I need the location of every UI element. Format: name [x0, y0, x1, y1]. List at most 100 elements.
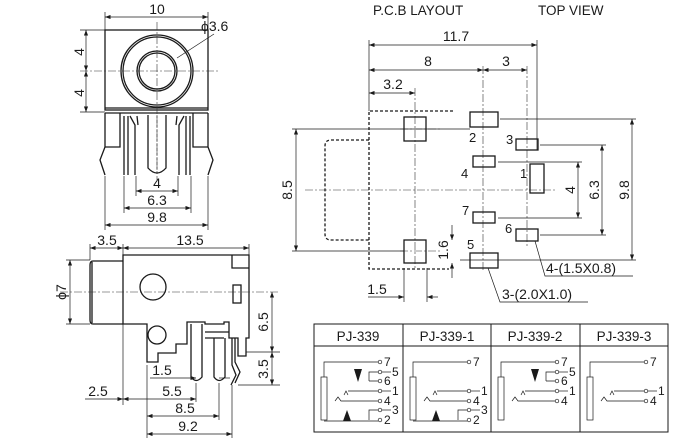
lower-height-label: 4	[71, 89, 87, 97]
pin-terminal-1	[377, 388, 383, 394]
axis-height-label: 6.5	[255, 312, 271, 332]
ring-contact-4	[600, 396, 644, 402]
overall-width-label: 11.7	[443, 28, 469, 44]
pin-terminal-4	[466, 398, 472, 404]
height-9-8-label: 9.8	[616, 180, 632, 200]
plug-outline	[324, 139, 369, 241]
side-hole-lower	[147, 325, 167, 345]
height-4-label: 4	[562, 186, 578, 194]
pin-number-6: 6	[384, 374, 391, 388]
ring-contact-1	[432, 390, 467, 396]
nose-length-label: 3.5	[97, 232, 117, 248]
pin-number-4: 4	[650, 394, 657, 408]
switch-wire-2-3	[324, 409, 378, 422]
pin-number-7: 7	[561, 355, 568, 369]
footprint-outline	[368, 110, 453, 270]
pin-number-2: 2	[473, 413, 480, 427]
pin-number-4: 4	[384, 394, 391, 408]
sleeve-wire	[500, 361, 555, 377]
pin-number-2: 2	[384, 413, 391, 427]
sleeve-wire	[412, 361, 467, 377]
pin-terminal-2	[377, 417, 383, 423]
nose-diameter-label: ϕ7	[53, 284, 69, 300]
jack-body-front	[104, 29, 209, 111]
pad-4	[472, 155, 496, 168]
model-header-pj-339-2: PJ-339-2	[508, 329, 563, 344]
pad-2	[469, 111, 499, 128]
switch-arrow-up	[343, 410, 351, 421]
front-pins	[99, 113, 214, 176]
pin-number-1: 1	[392, 384, 399, 398]
pin-terminal-4	[554, 398, 560, 404]
pin-number-5: 5	[569, 365, 576, 379]
sleeve-contact	[320, 376, 328, 421]
pin-label-5: 5	[467, 237, 474, 252]
sleeve-contact	[497, 376, 505, 421]
pin-number-7: 7	[473, 355, 480, 369]
switch-wire-2-3	[413, 409, 467, 422]
switch-arrow-down	[354, 369, 362, 382]
pin-label-7: 7	[462, 203, 469, 218]
pad-7	[472, 211, 496, 224]
pin-length-label: 3.5	[255, 359, 271, 379]
ring-contact-4	[511, 396, 555, 402]
ring-contact-1	[343, 390, 378, 396]
pin-terminal-4	[377, 398, 383, 404]
pin-terminal-6	[554, 378, 560, 384]
switch-wire-5-6	[545, 371, 555, 382]
pin-terminal-6	[377, 378, 383, 384]
width-8-label: 8	[424, 53, 432, 69]
pin-number-4: 4	[473, 394, 480, 408]
dim-8-5-label: 8.5	[175, 400, 195, 416]
pin-number-6: 6	[561, 374, 568, 388]
model-header-pj-339: PJ-339	[337, 329, 380, 344]
small-pad-note: 4-(1.5X0.8)	[546, 260, 616, 276]
pin-spacing-outer-label: 9.8	[147, 209, 167, 225]
switch-wire-5-6	[368, 371, 378, 382]
pin-terminal-3	[466, 407, 472, 413]
sleeve-contact	[586, 376, 594, 421]
width-3-label: 3	[502, 53, 510, 69]
pin-number-4: 4	[561, 394, 568, 408]
pin-terminal-1	[466, 388, 472, 394]
pin-number-3: 3	[481, 403, 488, 417]
sleeve-wire	[589, 361, 644, 377]
pin-number-7: 7	[384, 355, 391, 369]
pad-3	[515, 138, 539, 151]
sleeve-wire	[323, 361, 378, 377]
pin-label-2: 2	[469, 130, 476, 145]
dim-9-2-label: 9.2	[178, 418, 198, 434]
pcb-layout-subtitle: TOP VIEW	[538, 3, 604, 18]
pin-terminal-1	[554, 388, 560, 394]
pin-terminal-7	[554, 359, 560, 365]
pin-label-1: 1	[520, 166, 527, 181]
model-header-pj-339-3: PJ-339-3	[597, 329, 652, 344]
pin-number-5: 5	[392, 365, 399, 379]
sleeve-contact	[409, 376, 417, 421]
side-hole-upper	[139, 273, 167, 301]
pin-terminal-5	[554, 369, 560, 375]
model-header-pj-339-1: PJ-339-1	[420, 329, 475, 344]
ring-contact-4	[423, 396, 467, 402]
width-3-2-label: 3.2	[383, 76, 403, 92]
pin-terminal-7	[643, 359, 649, 365]
hole-diameter-label: ϕ3.6	[201, 18, 229, 34]
width-1-5-label: 1.5	[367, 281, 387, 297]
schematic-table: PJ-339 PJ-339-1 PJ-339-2 PJ-339-3 756143…	[313, 323, 669, 433]
jack-nose	[89, 260, 123, 325]
pin-spacing-mid-label: 6.3	[147, 192, 167, 208]
body-length-label: 13.5	[176, 232, 203, 248]
pad-1	[529, 163, 545, 194]
pin-number-1: 1	[481, 384, 488, 398]
pin-label-3: 3	[506, 132, 513, 147]
ring-contact-1	[609, 390, 644, 396]
pin-number-1: 1	[658, 384, 665, 398]
dim-5-5-label: 5.5	[162, 383, 182, 399]
switch-arrow-up	[432, 410, 440, 421]
pad-6	[515, 228, 539, 242]
jack-body-side	[122, 254, 250, 363]
height-1-6-label: 1.6	[435, 240, 451, 260]
pin-number-7: 7	[650, 355, 657, 369]
pcb-layout: P.C.B LAYOUT TOP VIEW 11.7 8 3 3.2 2 3 4…	[279, 3, 636, 303]
dim-2-5-label: 2.5	[88, 383, 108, 399]
